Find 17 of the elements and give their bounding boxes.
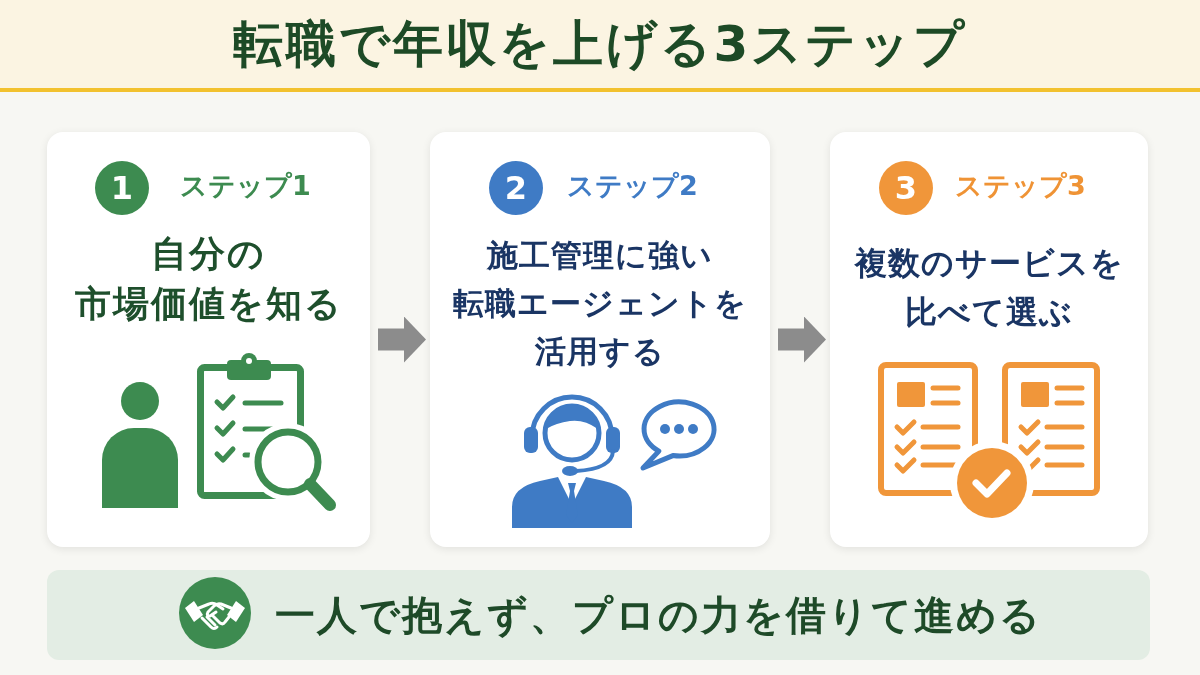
step-heading: 自分の市場価値を知る [74,232,343,326]
arrow [778,316,826,363]
step-card [830,132,1148,547]
number-circle: 2 [489,161,543,215]
banner-text: 一人で抱えず、プロの力を借りて進める [275,591,1042,640]
step-label: ステップ2 [567,169,698,203]
message-banner [47,570,1150,660]
number-circle: 3 [879,161,933,215]
arrow [378,316,426,363]
title: 転職で年収を上げる3ステップ [232,14,968,74]
step-card [47,132,370,547]
step-heading: 複数のサービスを比べて選ぶ [854,243,1124,333]
step-card [430,132,770,547]
step-label: ステップ1 [180,169,311,203]
step-heading: 施工管理に強い転職エージェントを活用する [453,236,747,371]
number-circle: 1 [95,161,149,215]
step-label: ステップ3 [955,169,1086,203]
